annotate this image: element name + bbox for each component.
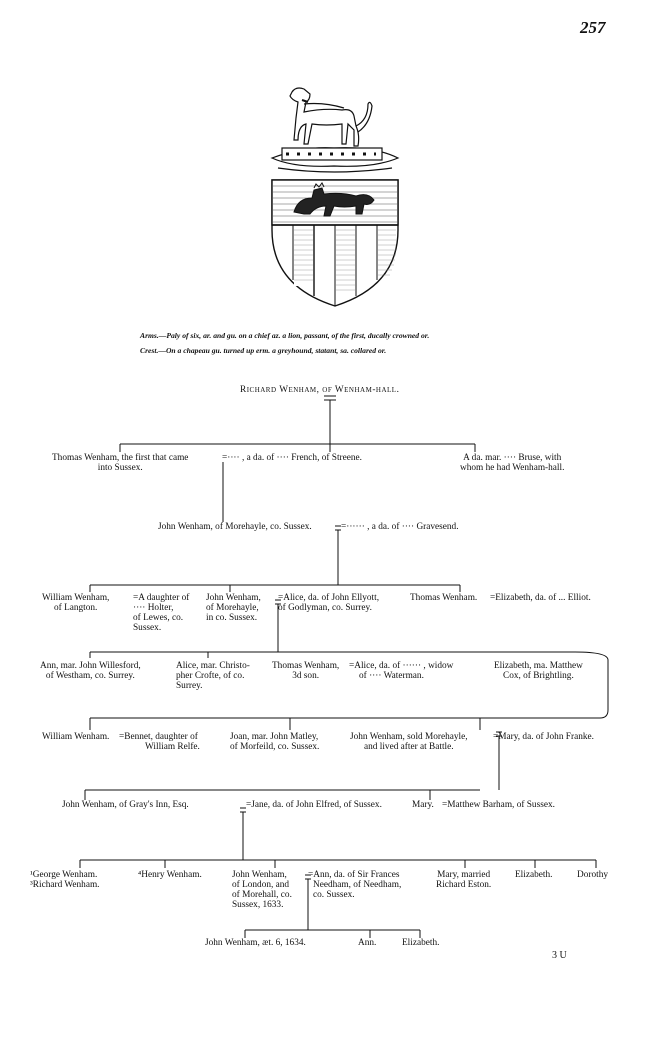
sister-line1: A da. mar. ···· Bruse, with (463, 453, 562, 463)
mary-gen7: Mary. (412, 800, 434, 810)
thomas-wife-gen4: =Elizabeth, da. of ... Elliot. (490, 593, 591, 603)
william-line1: William Wenham, (42, 593, 110, 603)
john-wife-gen4-line1: =Alice, da. of John Ellyott, (278, 593, 380, 603)
john-gen8-line1: John Wenham, (232, 870, 287, 880)
joan-matley: Joan, mar. John Matley, of Morfeild, co.… (230, 732, 319, 752)
william-wife-line1: =A daughter of (133, 593, 190, 603)
thomas-wife-gen5-line2: of ···· Waterman. (359, 671, 424, 681)
thomas-gen5-line1: Thomas Wenham, (272, 661, 340, 671)
lion-icon (293, 182, 375, 217)
william-wife-gen6: =Bennet, daughter of William Relfe. (119, 732, 200, 752)
arms-text: —Paly of six, ar. and gu. on a chief az.… (158, 331, 430, 340)
john-wife-gen6: =Mary, da. of John Franke. (493, 732, 594, 742)
page-number: 257 (580, 18, 606, 37)
thomas-wenham-gen5: Thomas Wenham, 3d son. (272, 661, 339, 681)
bennet-line1: =Bennet, daughter of (119, 732, 198, 742)
john-wife-gen4-line2: of Godlyman, co. Surrey. (278, 603, 372, 613)
william-wife-line4: Sussex. (133, 623, 162, 633)
alice-line3: Surrey. (176, 681, 203, 691)
jane-elfred: =Jane, da. of John Elfred, of Sussex. (246, 800, 382, 810)
crest-blazon: Crest.—On a chapeau gu. turned up erm. a… (140, 346, 386, 355)
william-wenham-gen6: William Wenham. (42, 732, 110, 742)
john-wenham-gen9: John Wenham, æt. 6, 1634. (205, 938, 306, 948)
signature-mark: 3 U (552, 950, 567, 961)
john-wife-gen4: =Alice, da. of John Ellyott, of Godlyman… (278, 593, 379, 613)
joan-line1: Joan, mar. John Matley, (230, 732, 319, 742)
thomas-wenham-gen4: Thomas Wenham. (410, 593, 478, 603)
richard-wenham: Richard Wenham, of Wenham-hall. (240, 385, 399, 395)
ann-needham-line1: =Ann, da. of Sir Frances (308, 870, 400, 880)
john-gen4-line2: of Morehayle, (206, 603, 259, 613)
mary-eston-line1: Mary, married (437, 870, 491, 880)
arms-label: Arms. (140, 331, 159, 340)
crest-label: Crest. (140, 346, 159, 355)
ann-willesford: Ann, mar. John Willesford, of Westham, c… (40, 661, 141, 681)
thomas-wife-gen5: =Alice, da. of ······ , widow of ···· Wa… (349, 661, 453, 681)
arms-blazon: Arms.—Paly of six, ar. and gu. on a chie… (140, 331, 429, 340)
joan-line2: of Morfeild, co. Sussex. (230, 742, 320, 752)
john-gen6-line2: and lived after at Battle. (364, 742, 454, 752)
crest-text: —On a chapeau gu. turned up erm. a greyh… (158, 346, 387, 355)
john-wenham-grays-inn: John Wenham, of Gray's Inn, Esq. (62, 800, 189, 810)
elizabeth-gen8: Elizabeth. (515, 870, 553, 880)
richard-wenham-gen8: ³Richard Wenham. (30, 880, 100, 890)
alice-line1: Alice, mar. Christo- (176, 661, 250, 671)
george-wenham: ¹George Wenham. (30, 870, 98, 880)
elizabeth-gen9: Elizabeth. (402, 938, 440, 948)
ann-needham: =Ann, da. of Sir Frances Needham, of Nee… (308, 870, 401, 900)
john-wife-gen3: =······ , a da. of ···· Gravesend. (341, 522, 459, 532)
mary-eston: Mary, married Richard Eston. (436, 870, 491, 890)
william-line2: of Langton. (54, 603, 98, 613)
elizabeth-cox: Elizabeth, ma. Matthew Cox, of Brightlin… (494, 661, 583, 681)
thomas-gen5-line2: 3d son. (292, 671, 320, 681)
matthew-barham: =Matthew Barham, of Sussex. (442, 800, 555, 810)
ann-needham-line3: co. Sussex. (313, 890, 355, 900)
elizabeth-line2: Cox, of Brightling. (503, 671, 574, 681)
ann-line1: Ann, mar. John Willesford, (40, 661, 141, 671)
coat-of-arms-image (270, 87, 400, 307)
chapeau-icon (270, 147, 400, 173)
alice-line2: pher Crofte, of co. (176, 671, 245, 681)
greyhound-crest-icon (289, 87, 373, 147)
mary-eston-line2: Richard Eston. (436, 880, 492, 890)
john-wenham-gen3: John Wenham, of Morehayle, co. Sussex. (158, 522, 312, 532)
john-gen8-line4: Sussex, 1633. (232, 900, 284, 910)
thomas-line1: Thomas Wenham, the first that came (52, 453, 189, 463)
henry-wenham: ⁴Henry Wenham. (138, 870, 202, 880)
richard-wenham-text: Richard Wenham, of Wenham-hall. (240, 385, 400, 395)
elizabeth-line1: Elizabeth, ma. Matthew (494, 661, 583, 671)
william-wife-line2: ···· Holter, (133, 603, 174, 613)
john-wenham-gen6: John Wenham, sold Morehayle, and lived a… (350, 732, 468, 752)
thomas-line2: into Sussex. (97, 463, 143, 473)
ann-needham-line2: Needham, of Needham, (313, 880, 402, 890)
william-wife-line3: of Lewes, co. (133, 613, 184, 623)
john-gen4-line3: in co. Sussex. (206, 613, 258, 623)
john-gen8-line3: of Morehall, co. (232, 890, 292, 900)
thomas-wenham-gen2: Thomas Wenham, the first that came into … (52, 453, 188, 473)
thomas-wife-gen5-line1: =Alice, da. of ······ , widow (349, 661, 454, 671)
john-gen8-line2: of London, and (232, 880, 290, 890)
ann-line2: of Westham, co. Surrey. (45, 671, 135, 681)
john-wenham-gen8: John Wenham, of London, and of Morehall,… (232, 870, 292, 910)
sister-line2: whom he had Wenham-hall. (460, 463, 565, 473)
alice-crofte: Alice, mar. Christo- pher Crofte, of co.… (176, 661, 250, 691)
john-gen4-line1: John Wenham, (206, 593, 261, 603)
daughter-bruse: A da. mar. ···· Bruse, with whom he had … (460, 453, 564, 473)
william-wenham-gen4: William Wenham, of Langton. (42, 593, 109, 613)
bennet-line2: William Relfe. (145, 742, 200, 752)
john-gen6-line1: John Wenham, sold Morehayle, (350, 732, 468, 742)
william-wife-gen4: =A daughter of ···· Holter, of Lewes, co… (133, 593, 189, 633)
dorothy: Dorothy (577, 870, 608, 880)
thomas-wife-gen2: =···· , a da. of ···· French, of Streene… (222, 453, 362, 463)
john-wenham-gen4: John Wenham, of Morehayle, in co. Sussex… (206, 593, 261, 623)
ann-gen9: Ann. (358, 938, 377, 948)
